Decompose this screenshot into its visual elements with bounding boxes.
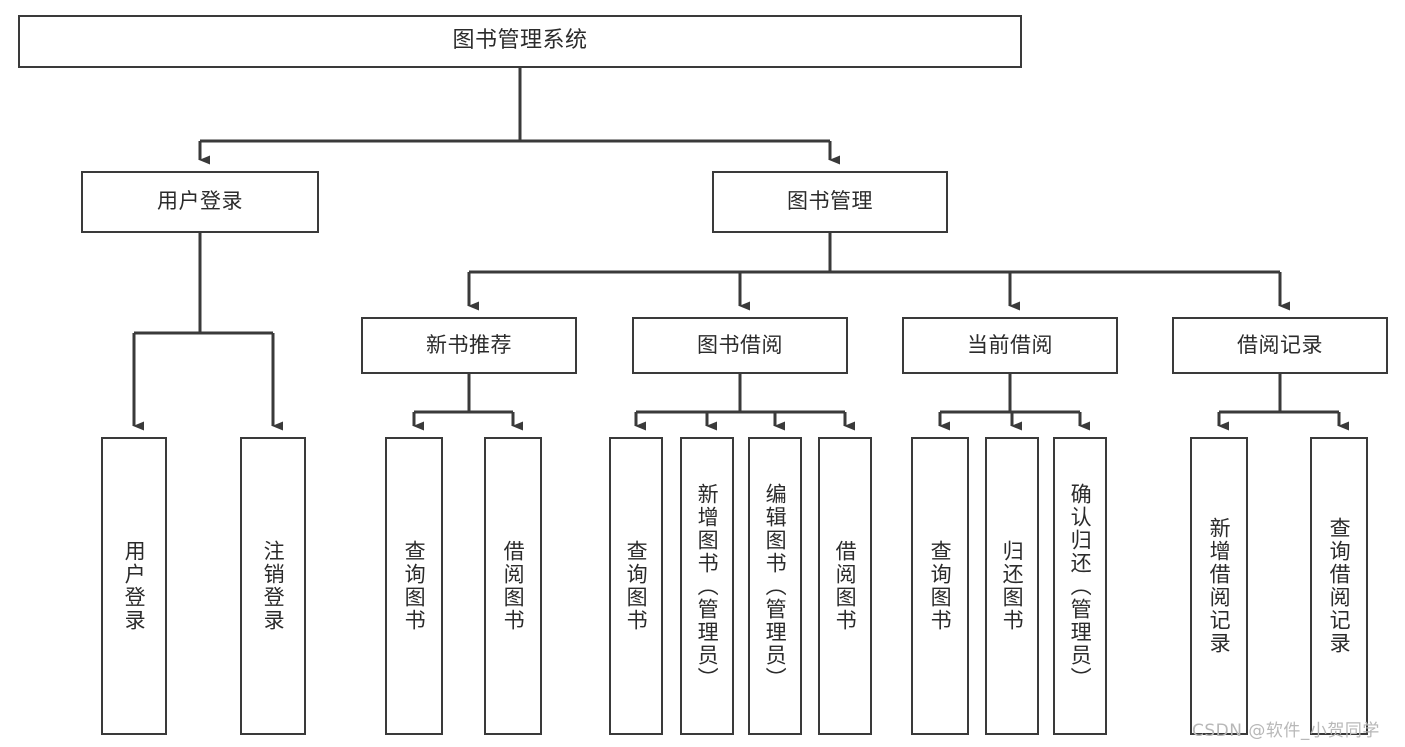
node-leaf-add-loan-record-label: 新增借阅记录 <box>1207 517 1232 655</box>
node-root-label: 图书管理系统 <box>452 28 588 54</box>
node-leaf-edit-book[interactable]: 编辑图书（管理员） <box>748 437 802 735</box>
node-leaf-query-book-current[interactable]: 查询图书 <box>911 437 969 735</box>
node-new-book-recommend[interactable]: 新书推荐 <box>361 317 577 374</box>
node-leaf-query-loan-record[interactable]: 查询借阅记录 <box>1310 437 1368 735</box>
node-leaf-add-book[interactable]: 新增图书（管理员） <box>680 437 734 735</box>
node-leaf-add-book-label: 新增图书（管理员） <box>695 482 720 690</box>
node-leaf-user-login[interactable]: 用户登录 <box>101 437 167 735</box>
node-leaf-borrow-book-recommend[interactable]: 借阅图书 <box>484 437 542 735</box>
node-leaf-return-book[interactable]: 归还图书 <box>985 437 1039 735</box>
node-leaf-borrow-book[interactable]: 借阅图书 <box>818 437 872 735</box>
node-book-manage[interactable]: 图书管理 <box>712 171 948 233</box>
node-leaf-query-book-current-label: 查询图书 <box>928 540 953 632</box>
node-leaf-borrow-book-label: 借阅图书 <box>833 540 858 632</box>
node-book-borrow-label: 图书借阅 <box>697 332 783 357</box>
node-leaf-return-book-label: 归还图书 <box>1000 540 1025 632</box>
node-leaf-confirm-return[interactable]: 确认归还（管理员） <box>1053 437 1107 735</box>
node-leaf-query-book-recommend-label: 查询图书 <box>402 540 427 632</box>
node-current-loan-label: 当前借阅 <box>967 332 1053 357</box>
node-root[interactable]: 图书管理系统 <box>18 15 1022 68</box>
node-user-login-label: 用户登录 <box>157 189 243 214</box>
node-loan-record[interactable]: 借阅记录 <box>1172 317 1388 374</box>
node-current-loan[interactable]: 当前借阅 <box>902 317 1118 374</box>
node-user-login[interactable]: 用户登录 <box>81 171 319 233</box>
node-book-manage-label: 图书管理 <box>787 189 873 214</box>
node-new-book-recommend-label: 新书推荐 <box>426 332 512 357</box>
node-leaf-query-loan-record-label: 查询借阅记录 <box>1327 517 1352 655</box>
node-leaf-query-book-recommend[interactable]: 查询图书 <box>385 437 443 735</box>
node-loan-record-label: 借阅记录 <box>1237 332 1323 357</box>
node-leaf-user-logout[interactable]: 注销登录 <box>240 437 306 735</box>
node-book-borrow[interactable]: 图书借阅 <box>632 317 848 374</box>
node-leaf-query-book-borrow[interactable]: 查询图书 <box>609 437 663 735</box>
node-leaf-user-login-label: 用户登录 <box>122 540 147 632</box>
node-leaf-confirm-return-label: 确认归还（管理员） <box>1068 482 1093 690</box>
node-leaf-user-logout-label: 注销登录 <box>261 540 286 632</box>
csdn-watermark: CSDN @软件_小贺同学 <box>1192 721 1380 741</box>
node-leaf-add-loan-record[interactable]: 新增借阅记录 <box>1190 437 1248 735</box>
node-leaf-query-book-borrow-label: 查询图书 <box>624 540 649 632</box>
node-leaf-edit-book-label: 编辑图书（管理员） <box>763 482 788 690</box>
node-leaf-borrow-book-recommend-label: 借阅图书 <box>501 540 526 632</box>
